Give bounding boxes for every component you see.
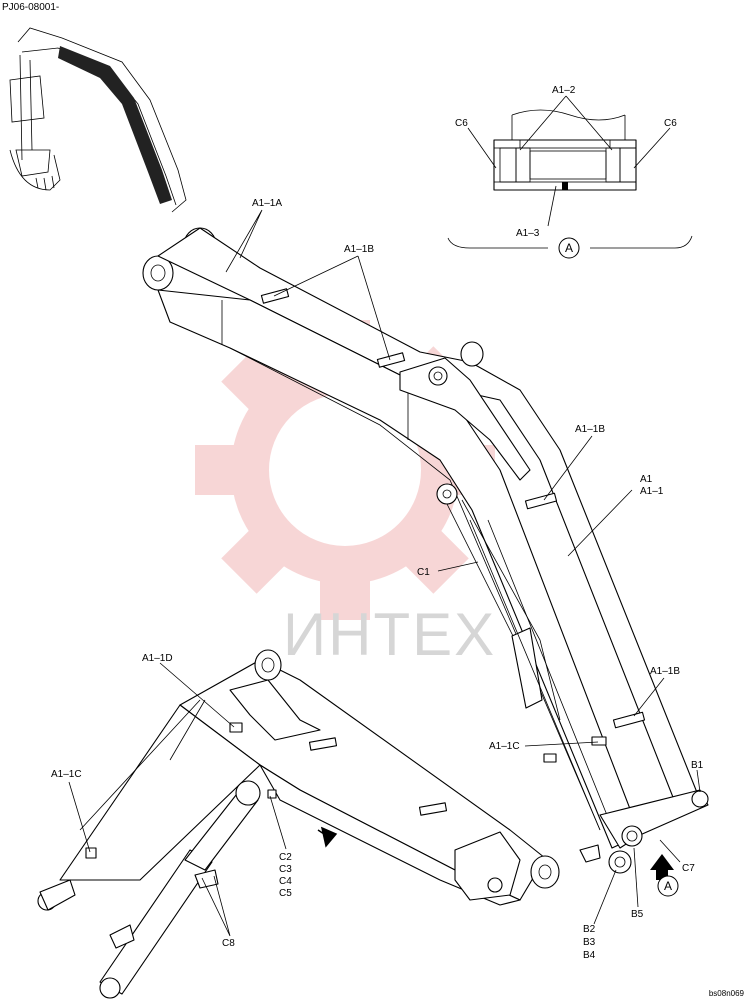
callout-a1-3: A1–3: [516, 228, 540, 239]
callout-a1-1c-left: A1–1C: [51, 769, 82, 780]
callout-c8: C8: [222, 938, 235, 949]
excavator-thumbnail: [9, 27, 187, 213]
boom-secondary: [37, 649, 560, 999]
callout-a1-1: A1–1: [640, 486, 664, 497]
callout-a1-1b-top: A1–1B: [344, 244, 374, 255]
callout-a1-1b-mid: A1–1B: [575, 424, 605, 435]
callout-a1: A1: [640, 474, 653, 485]
callout-b5: B5: [631, 909, 644, 920]
boom-main: A: [142, 227, 709, 897]
callout-c5: C5: [279, 888, 292, 899]
document-code: PJ06-08001-: [2, 2, 59, 13]
view-arrow-marker-label: A: [664, 879, 672, 893]
detail-view-a: A A1–2 C6 C6 A1–3: [447, 85, 693, 259]
watermark-text: ИНТЕХ: [283, 601, 496, 668]
callout-b2: B2: [583, 924, 596, 935]
view-direction-arrow-icon: [650, 854, 674, 880]
callout-b4: B4: [583, 950, 596, 961]
direction-arrow-icon: [317, 826, 338, 848]
footer-code: bs08n069: [709, 989, 745, 998]
callout-c2: C2: [279, 852, 292, 863]
callout-b1: B1: [691, 760, 704, 771]
callout-c4: C4: [279, 876, 292, 887]
callout-c6-left: C6: [455, 118, 468, 129]
callout-a1-1c-right: A1–1C: [489, 741, 520, 752]
callout-a1-1a: A1–1A: [252, 198, 282, 209]
callout-a1-1d: A1–1D: [142, 653, 173, 664]
leader-lines: [68, 209, 701, 937]
callout-a1-2: A1–2: [552, 85, 576, 96]
callout-labels: A1–1A A1–1B A1–1B A1 A1–1 C1 A1–1B A1–1C…: [51, 198, 704, 961]
callout-c3: C3: [279, 864, 292, 875]
callout-a1-1b-low: A1–1B: [650, 666, 680, 677]
callout-c7: C7: [682, 863, 695, 874]
callout-c6-right: C6: [664, 118, 677, 129]
callout-c1: C1: [417, 567, 430, 578]
view-marker-label: A: [565, 241, 573, 255]
callout-b3: B3: [583, 937, 596, 948]
